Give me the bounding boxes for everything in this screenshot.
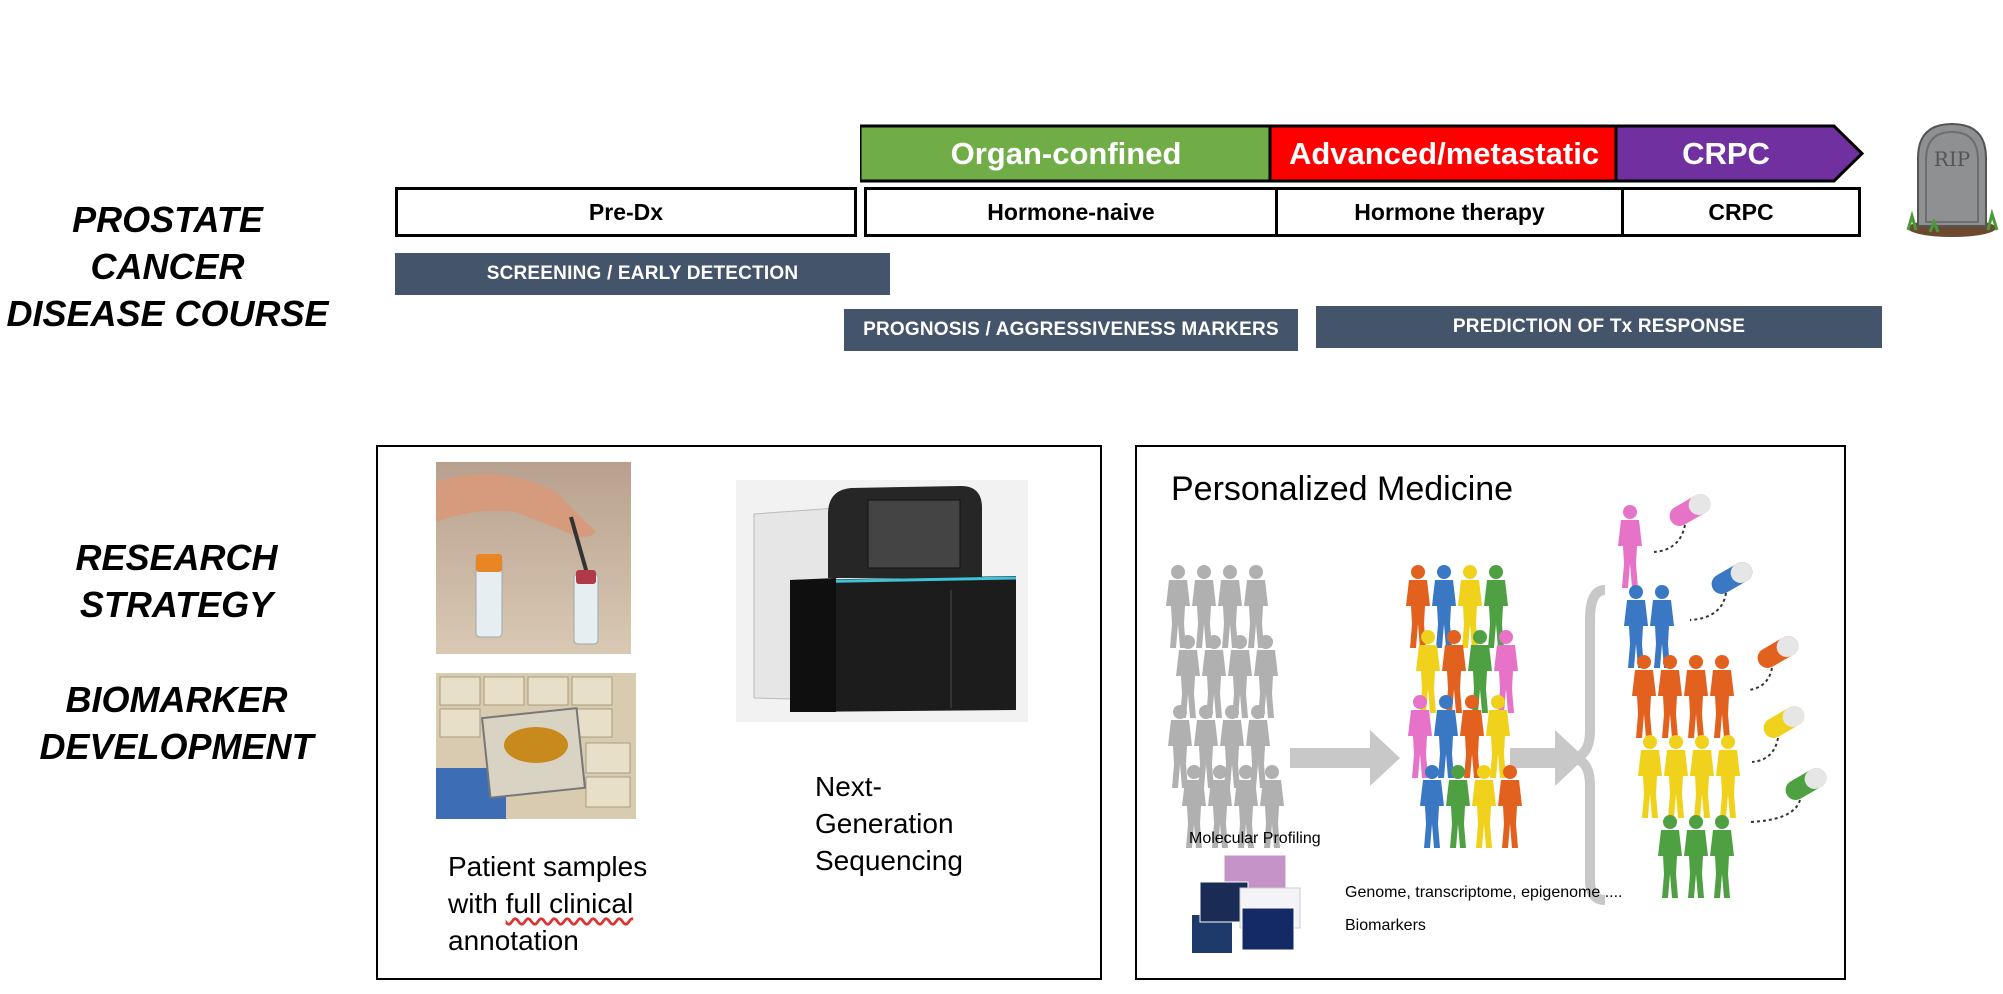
research-title-line2: STRATEGY [79, 584, 274, 625]
arrow-1 [1290, 730, 1400, 786]
phase-hormone-therapy: Hormone therapy [1275, 187, 1624, 237]
sequencer-image [736, 480, 1028, 722]
stage-crpc-label: CRPC [1682, 135, 1770, 171]
stage-organ-confined-label: Organ-confined [950, 135, 1182, 171]
stratified-groups [1618, 505, 1740, 898]
stage-advanced-label: Advanced/metastatic [1288, 135, 1600, 171]
pills [1653, 490, 1830, 823]
samples-caption-line1: Patient samples [448, 851, 648, 882]
profiling-thumb-5 [1241, 907, 1295, 951]
grey-crowd [1166, 565, 1284, 848]
bar-prediction: PREDICTION OF Tx RESPONSE [1316, 306, 1882, 348]
tissue-sample-photo [436, 462, 631, 654]
molecular-profiling-label: Molecular Profiling [1189, 830, 1321, 847]
brace [1569, 585, 1606, 905]
tombstone-icon: RIP [1906, 122, 1999, 237]
biomarker-title-line1: BIOMARKER [65, 679, 288, 720]
tombstone-text: RIP [1934, 147, 1970, 171]
phase-hormone-naive: Hormone-naive [864, 187, 1278, 237]
research-title-line1: RESEARCH [75, 537, 278, 578]
stage-arrow [860, 124, 1865, 183]
disease-course-title-line2: DISEASE COURSE [6, 293, 329, 334]
disease-course-title-line1: PROSTATE CANCER [72, 199, 263, 287]
bar-prognosis: PROGNOSIS / AGGRESSIVENESS MARKERS [844, 309, 1298, 351]
samples-caption-line2b: full clinical [505, 888, 634, 919]
samples-caption: Patient samples with full clinical annot… [448, 848, 708, 959]
samples-caption-line3: annotation [448, 925, 579, 956]
samples-caption-line2: with full clinical [448, 885, 708, 922]
research-strategy-title: RESEARCH STRATEGY [0, 534, 353, 628]
biomarkers-text: Biomarkers [1345, 917, 1426, 934]
arrow-2 [1510, 730, 1585, 786]
bar-screening: SCREENING / EARLY DETECTION [395, 253, 890, 295]
phase-crpc: CRPC [1621, 187, 1861, 237]
ngs-caption-line3: Sequencing [815, 845, 963, 876]
biomarker-title-line2: DEVELOPMENT [39, 726, 314, 767]
genome-text: Genome, transcriptome, epigenome .... [1345, 884, 1623, 901]
biomarker-development-title: BIOMARKER DEVELOPMENT [0, 676, 353, 770]
ngs-caption-line2: Generation [815, 808, 954, 839]
samples-caption-line2a: with [448, 888, 506, 919]
stage-crpc-shape [1614, 124, 1865, 183]
personalized-medicine-illustration [1166, 490, 1830, 953]
tissue-block-photo [436, 673, 636, 819]
disease-course-title: PROSTATE CANCER DISEASE COURSE [0, 196, 335, 337]
personalized-medicine-title: Personalized Medicine [1171, 470, 1514, 508]
colored-crowd [1406, 565, 1522, 848]
phase-pre-dx: Pre-Dx [395, 187, 857, 237]
ngs-caption: Next- Generation Sequencing [815, 768, 1015, 879]
ngs-caption-line1: Next- [815, 771, 882, 802]
